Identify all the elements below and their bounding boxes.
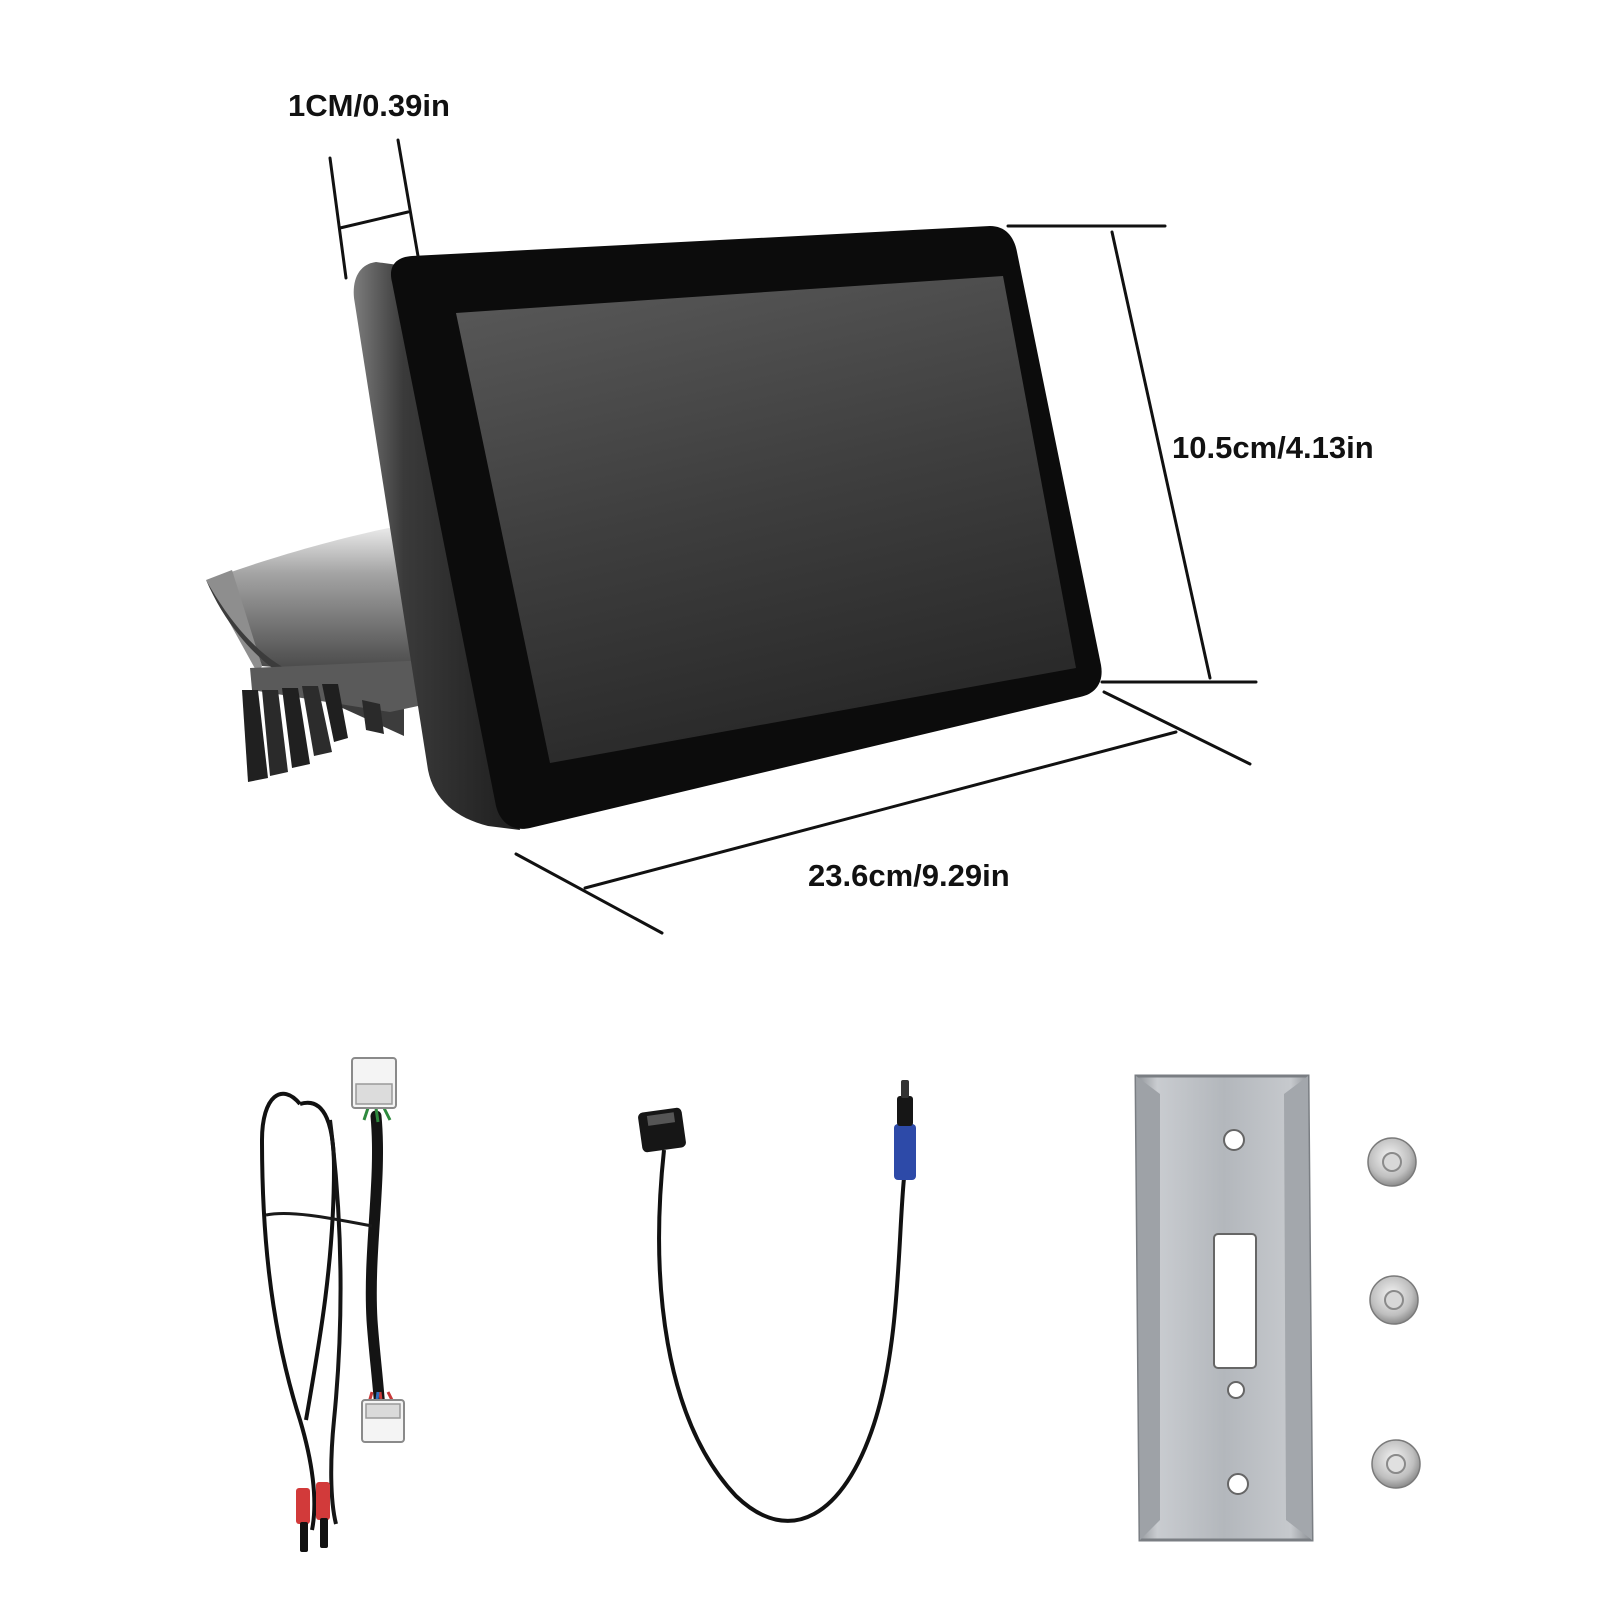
washer-1 [1367,1137,1417,1187]
thickness-dimension-label: 1CM/0.39in [288,88,450,123]
power-harness-cable [259,1057,405,1552]
usb-extension-cable [638,1080,916,1523]
screw-washers [1367,1137,1421,1489]
washer-3 [1371,1439,1421,1489]
dimension-lines [328,138,1258,935]
monitor-mount-base [206,522,446,782]
height-dimension-label: 10.5cm/4.13in [1172,430,1374,465]
monitor-illustration [206,226,1102,830]
width-dimension-label: 23.6cm/9.29in [808,858,1010,893]
mounting-bracket [1134,1074,1314,1542]
monitor-screen [456,276,1076,763]
washer-2 [1369,1275,1419,1325]
